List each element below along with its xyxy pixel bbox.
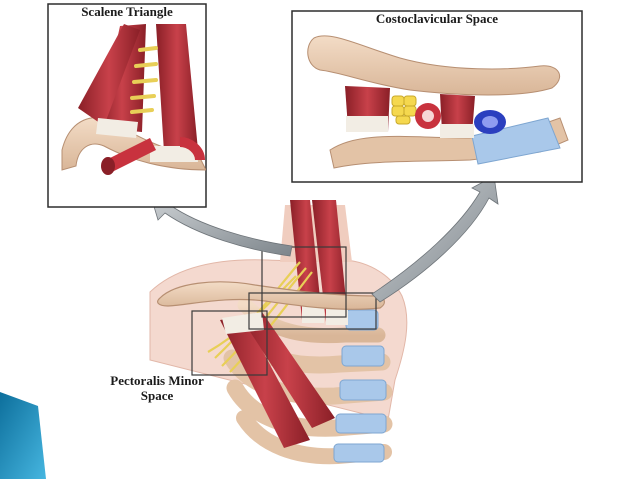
main-anatomy-view (149, 200, 408, 465)
scalene-region-box (261, 246, 347, 318)
pectoralis-minor-label-line1: Pectoralis Minor (110, 373, 204, 388)
costoclavicular-space-inset (291, 10, 583, 183)
costal-cartilage-4 (335, 413, 387, 434)
costal-cartilage-1 (345, 309, 379, 331)
costal-cartilage-3 (339, 379, 387, 401)
pectoralis-minor-space-label: Pectoralis Minor Space (72, 373, 242, 403)
scalene-triangle-inset (47, 3, 207, 208)
scalene-muscles (290, 200, 348, 325)
right-curved-arrow-icon (371, 175, 499, 303)
clavicle (157, 281, 385, 310)
pectoralis-minor-label-line2: Space (140, 388, 174, 403)
costal-cartilage-5 (333, 443, 385, 463)
slide-accent-shape (0, 392, 46, 479)
costal-cartilage-2 (341, 345, 385, 367)
scalene-triangle-label: Scalene Triangle (81, 4, 173, 19)
costoclavicular-space-label: Costoclavicular Space (375, 11, 499, 26)
pectoralis-region-box (191, 310, 268, 376)
